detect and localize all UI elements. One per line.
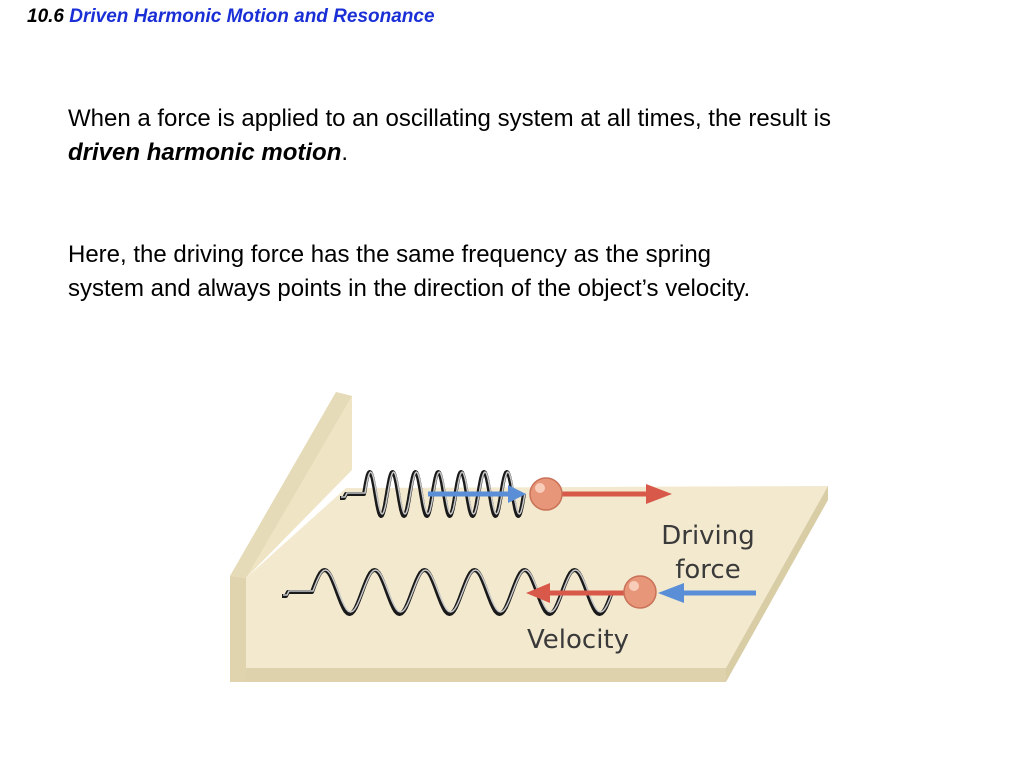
mass-bottom [623,575,657,609]
slide-title-number: 10.6 [27,6,64,27]
paragraph-driving-force: Here, the driving force has the same fre… [68,241,751,302]
velocity-arrow-top-head [508,485,526,503]
mass-bottom-shine [629,581,639,591]
emphasis-term: driven harmonic motion [68,139,342,166]
paragraph-text: When a force is applied to an oscillatin… [68,105,832,132]
mass-top-shine [535,483,545,493]
mass-top [529,477,563,511]
paragraph-end: . [341,139,349,166]
spring-top-highlight [341,471,526,515]
platform-right-edge [726,486,828,682]
label-force: force [675,555,740,585]
wall-top [230,392,352,578]
label-velocity: Velocity [527,625,629,655]
platform-front-edge [246,668,726,682]
velocity-arrow-bottom-head [658,583,684,603]
slide-title: 10.6 Driven Harmonic Motion and Resonanc… [27,6,435,28]
platform-top [246,486,828,668]
paragraph-driven-motion: When a force is applied to an oscillatin… [68,102,868,170]
wall-edge [230,576,246,682]
force-arrow-bottom-head [526,583,550,603]
spring-diagram: Driving force Velocity [230,392,828,682]
label-driving: Driving [661,521,755,551]
slide-title-text: Driven Harmonic Motion and Resonance [69,6,435,27]
force-arrow-top-head [646,484,672,504]
